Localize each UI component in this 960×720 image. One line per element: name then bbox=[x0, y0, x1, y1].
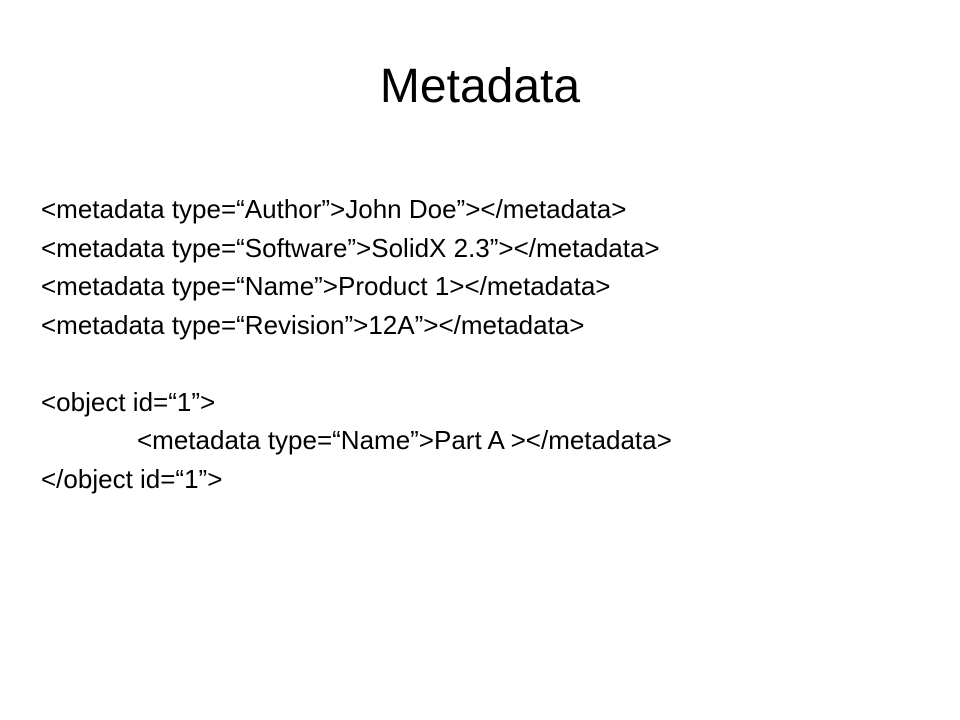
metadata-line-revision: <metadata type=“Revision”>12A”></metadat… bbox=[41, 309, 585, 340]
metadata-line-author: <metadata type=“Author”>John Doe”></meta… bbox=[41, 194, 627, 224]
object-open-line: <object id=“1”> bbox=[41, 386, 216, 417]
object-metadata-line: <metadata type=“Name”>Part A ></metadata… bbox=[137, 425, 672, 455]
slide-body: <metadata type=“Author”>John Doe”></meta… bbox=[41, 190, 921, 498]
object-close-line: </object id=“1”> bbox=[41, 463, 223, 494]
blank-line bbox=[41, 344, 921, 383]
metadata-line-name: <metadata type=“Name”>Product 1></metada… bbox=[41, 271, 611, 301]
metadata-line-software: <metadata type=“Software”>SolidX 2.3”></… bbox=[41, 232, 660, 263]
slide-title: Metadata bbox=[379, 60, 581, 113]
